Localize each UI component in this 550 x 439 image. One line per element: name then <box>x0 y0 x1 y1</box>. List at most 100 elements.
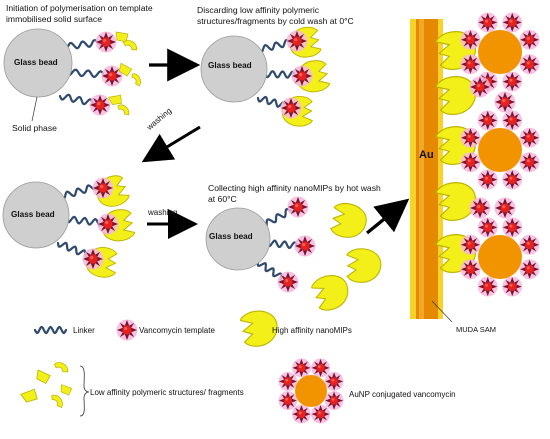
legend-aunp-template-icon <box>278 391 298 411</box>
vancomycin-template <box>460 127 481 148</box>
vancomycin-template <box>477 276 498 297</box>
glass-bead <box>200 35 268 103</box>
legend-fragment-icon <box>49 392 66 410</box>
arrow-to-surface <box>365 198 410 235</box>
vancomycin-template <box>502 71 523 92</box>
vancomycin-template <box>460 29 481 50</box>
vancomycin-template <box>519 54 540 75</box>
legend-aunp-template-icon <box>324 371 344 391</box>
vancomycin-template <box>291 65 313 87</box>
legend-aunp-icon <box>295 375 327 407</box>
vancomycin-template <box>469 76 491 98</box>
vancomycin-template <box>280 97 302 119</box>
vancomycin-template <box>101 65 123 87</box>
nanomip <box>325 198 371 244</box>
glass-bead <box>205 207 271 271</box>
vancomycin-template <box>277 271 299 293</box>
glass-bead-label-1: Glass bead <box>14 58 58 67</box>
bound-nanomip <box>435 76 477 115</box>
legend-fragment-icon <box>52 359 71 375</box>
glass-bead <box>3 28 73 98</box>
stage-1-group <box>3 28 144 122</box>
legend-aunp-template-icon <box>324 391 344 411</box>
vancomycin-template <box>494 91 516 113</box>
legend-linker-icon <box>33 325 68 335</box>
stage-3-group <box>2 173 136 281</box>
legend-aunp-template-icon <box>291 358 311 378</box>
solid-phase-pointer <box>31 96 38 122</box>
gold-nanoparticle <box>478 128 522 172</box>
legend-icons-group <box>20 310 344 424</box>
vancomycin-template <box>519 234 540 255</box>
legend-fragment-brace <box>79 365 90 417</box>
vancomycin-template <box>494 197 516 219</box>
legend-aunp-template-icon <box>278 371 298 391</box>
muda-sam-label: MUDA SAM <box>456 325 497 334</box>
legend-template-icon <box>116 319 138 341</box>
glass-bead-label-3: Glass bead <box>11 210 55 219</box>
legend-aunp-template-icon <box>311 404 331 424</box>
vancomycin-template <box>460 234 481 255</box>
gold-surface-group <box>410 12 540 323</box>
vancomycin-template <box>519 29 540 50</box>
vancomycin-template <box>502 276 523 297</box>
stage-4-caption: Collecting high affinity nanoMIPs by hot… <box>208 183 381 204</box>
vancomycin-template <box>92 177 114 199</box>
vancomycin-template <box>477 12 498 33</box>
muda-sam-pointer <box>431 300 453 323</box>
nanomip <box>309 272 352 313</box>
vancomycin-template <box>97 213 119 235</box>
vancomycin-template <box>502 110 523 131</box>
vancomycin-template <box>460 259 481 280</box>
legend-aunp-template-icon <box>311 358 331 378</box>
vancomycin-template <box>477 169 498 190</box>
vancomycin-template <box>286 30 308 52</box>
vancomycin-template <box>502 217 523 238</box>
legend-nanomip-label: High affinity nanoMIPs <box>272 326 352 335</box>
stage-1-caption: Initiation of polymerisation on template… <box>6 3 153 24</box>
vancomycin-template <box>477 217 498 238</box>
legend-linker-label: Linker <box>73 326 95 335</box>
linker <box>64 215 105 227</box>
fragment <box>130 71 144 88</box>
vancomycin-template <box>502 169 523 190</box>
vancomycin-template <box>469 197 491 219</box>
arrow-diagonal-washing <box>141 125 201 163</box>
stage-4-group <box>205 196 384 313</box>
vancomycin-template <box>89 94 111 116</box>
vancomycin-template <box>519 259 540 280</box>
solid-phase-label: Solid phase <box>12 123 57 133</box>
glass-bead-label-2: Glass bead <box>208 61 252 70</box>
vancomycin-template <box>95 31 117 53</box>
gold-nanoparticle <box>478 235 522 279</box>
nanomip <box>342 245 384 287</box>
vancomycin-template <box>460 152 481 173</box>
vancomycin-template <box>502 12 523 33</box>
stage-2-caption: Discarding low affinity polymeric struct… <box>197 5 354 26</box>
vancomycin-template <box>460 54 481 75</box>
legend-aunp-template-icon <box>291 404 311 424</box>
glass-bead <box>2 181 70 249</box>
gold-label: Au <box>419 149 434 161</box>
bound-nanomip <box>435 182 477 221</box>
fragment <box>116 102 132 117</box>
legend-fragment-icon <box>20 386 40 406</box>
glass-bead-label-4: Glass bead <box>209 232 253 241</box>
vancomycin-template <box>82 248 104 270</box>
vancomycin-template <box>294 235 316 257</box>
linker <box>58 184 99 201</box>
vancomycin-template <box>519 152 540 173</box>
legend-fragments-label: Low affinity polymeric structures/ fragm… <box>90 388 244 397</box>
vancomycin-template <box>519 127 540 148</box>
gold-nanoparticle <box>478 30 522 74</box>
gold-layer-highlight <box>419 19 424 319</box>
vancomycin-template <box>477 110 498 131</box>
process-arrows-group <box>141 48 410 239</box>
legend-fragment-icon <box>34 369 52 385</box>
legend-aunp-label: AuNP conjugated vancomycin <box>349 390 456 399</box>
legend-fragment-icon <box>59 384 73 396</box>
washing-horizontal-label: washing <box>148 208 178 217</box>
stage-2-group <box>200 26 331 129</box>
